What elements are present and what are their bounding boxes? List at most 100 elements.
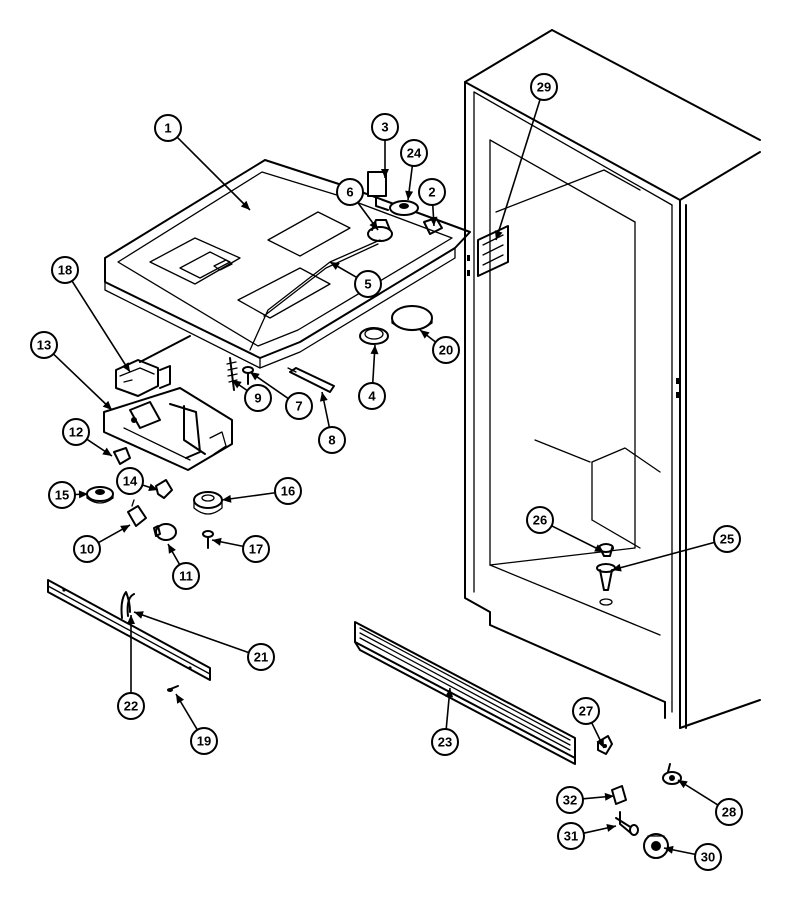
small-parts-left xyxy=(86,447,223,549)
callout-11: 11 xyxy=(167,543,200,590)
callout-number: 8 xyxy=(328,433,335,448)
callout-circle xyxy=(713,525,741,553)
callout-number: 31 xyxy=(564,829,578,844)
freezer-top-panel xyxy=(104,159,471,369)
callout-circle xyxy=(242,535,270,563)
refrigerator-cabinet xyxy=(464,29,761,729)
callout-circle xyxy=(48,481,76,509)
leader-arrowhead xyxy=(445,688,454,698)
disc-20 xyxy=(391,305,433,332)
callout-number: 12 xyxy=(69,425,83,440)
callout-number: 13 xyxy=(37,338,51,353)
callout-12: 12 xyxy=(62,418,113,457)
callout-circle xyxy=(432,336,460,364)
callout-number: 32 xyxy=(563,793,577,808)
leader-arrowhead xyxy=(369,220,378,230)
callout-number: 11 xyxy=(179,569,193,584)
callout-circle xyxy=(116,467,144,495)
callout-9: 9 xyxy=(231,379,272,412)
callout-8: 8 xyxy=(318,391,346,454)
callout-number: 1 xyxy=(164,121,171,136)
callout-32: 32 xyxy=(556,786,615,814)
leader-line xyxy=(52,353,113,411)
callout-number: 28 xyxy=(722,805,736,820)
callout-circle xyxy=(530,73,558,101)
leader-arrowhead xyxy=(606,824,616,832)
callout-circle xyxy=(172,562,200,590)
callout-number: 15 xyxy=(55,488,69,503)
callout-number: 25 xyxy=(720,532,734,547)
callout-circle xyxy=(30,331,58,359)
callout-21: 21 xyxy=(133,611,275,671)
leader-arrowhead xyxy=(120,525,130,533)
leader-arrowhead xyxy=(429,216,438,226)
callout-number: 9 xyxy=(254,391,261,406)
callout-circle xyxy=(371,113,399,141)
callout-number: 23 xyxy=(438,735,452,750)
callout-22: 22 xyxy=(117,615,145,720)
callout-6: 6 xyxy=(336,178,379,231)
callout-number: 17 xyxy=(249,542,263,557)
callout-number: 27 xyxy=(579,704,593,719)
callout-24: 24 xyxy=(400,139,428,201)
callout-number: 5 xyxy=(364,277,371,292)
callout-7: 7 xyxy=(249,371,313,420)
leader-arrowhead xyxy=(678,780,688,789)
callout-17: 17 xyxy=(211,535,270,563)
leader-arrowhead xyxy=(604,792,614,801)
callout-27: 27 xyxy=(572,697,605,749)
callout-circle xyxy=(526,506,554,534)
callout-number: 24 xyxy=(407,146,422,161)
leader-arrowhead xyxy=(127,615,135,624)
callout-10: 10 xyxy=(73,524,131,563)
callout-circle xyxy=(400,139,428,167)
leader-arrowhead xyxy=(381,169,389,178)
callout-18: 18 xyxy=(51,256,131,373)
callout-circle xyxy=(557,822,585,850)
callout-number: 29 xyxy=(537,80,551,95)
callout-31: 31 xyxy=(557,822,617,850)
callout-number: 22 xyxy=(124,699,138,714)
callout-2: 2 xyxy=(418,178,446,227)
leader-line xyxy=(176,136,251,211)
callout-15: 15 xyxy=(48,481,89,509)
leader-arrowhead xyxy=(240,200,250,210)
callout-26: 26 xyxy=(526,506,605,553)
leader-arrowhead xyxy=(494,230,503,240)
leader-arrowhead xyxy=(212,537,222,546)
callout-number: 10 xyxy=(80,542,94,557)
callout-1: 1 xyxy=(154,114,251,211)
callout-4: 4 xyxy=(358,344,386,410)
screw-9 xyxy=(226,357,238,391)
callout-number: 19 xyxy=(197,734,211,749)
callout-circle xyxy=(572,697,600,725)
leader-arrowhead xyxy=(232,380,242,389)
leader-arrowhead xyxy=(148,483,158,492)
leader-arrowhead xyxy=(102,400,112,410)
callout-23: 23 xyxy=(431,687,459,756)
light-bar-22 xyxy=(47,579,211,692)
callout-number: 30 xyxy=(701,850,715,865)
callout-number: 2 xyxy=(428,185,435,200)
leader-arrowhead xyxy=(78,490,88,499)
leader-arrowhead xyxy=(319,392,328,402)
callout-circle xyxy=(556,786,584,814)
control-housing-13 xyxy=(103,387,233,471)
motor-18 xyxy=(115,335,191,397)
leader-arrowhead xyxy=(370,345,379,355)
callout-circle xyxy=(62,418,90,446)
callout-3: 3 xyxy=(371,113,399,178)
callout-13: 13 xyxy=(30,331,113,411)
callout-circle xyxy=(418,178,446,206)
callout-number: 6 xyxy=(346,185,353,200)
leader-arrowhead xyxy=(102,447,112,456)
leader-arrowhead xyxy=(420,330,430,339)
leader-line xyxy=(551,525,605,553)
leader-arrowhead xyxy=(121,362,130,372)
callout-number: 26 xyxy=(533,513,547,528)
callout-circle xyxy=(244,384,272,412)
leader-arrowhead xyxy=(168,544,176,554)
callout-circle xyxy=(358,382,386,410)
